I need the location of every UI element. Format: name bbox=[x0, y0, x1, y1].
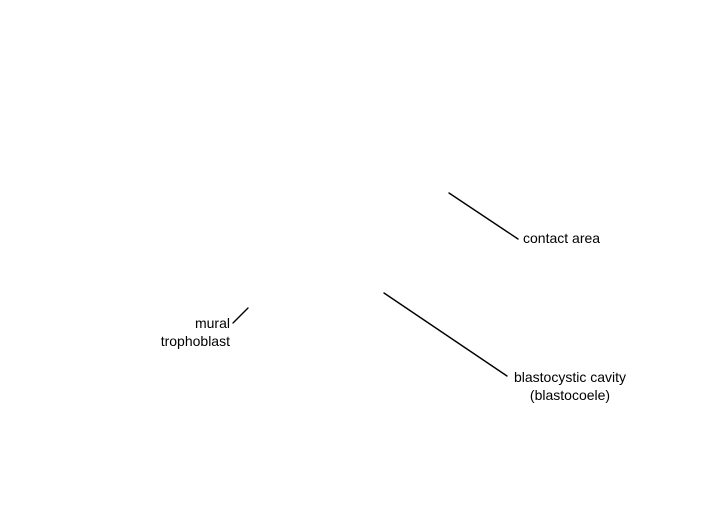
contact-area-text: contact area bbox=[523, 230, 601, 246]
mural-trophoblast-line1: mural bbox=[194, 315, 230, 331]
blastocystic-cavity-leader-line bbox=[383, 292, 508, 377]
contact-area-leader-line bbox=[448, 192, 519, 240]
blastocystic-cavity-line2: (blastocoele) bbox=[529, 387, 611, 403]
mural-trophoblast-label: mural trophoblast bbox=[150, 314, 230, 350]
mural-trophoblast-leader-line bbox=[232, 307, 249, 324]
blastocystic-cavity-line1: blastocystic cavity bbox=[513, 369, 627, 385]
blastocystic-cavity-label: blastocystic cavity (blastocoele) bbox=[500, 368, 640, 404]
mural-trophoblast-line2: trophoblast bbox=[160, 333, 230, 349]
contact-area-label: contact area bbox=[523, 229, 600, 247]
